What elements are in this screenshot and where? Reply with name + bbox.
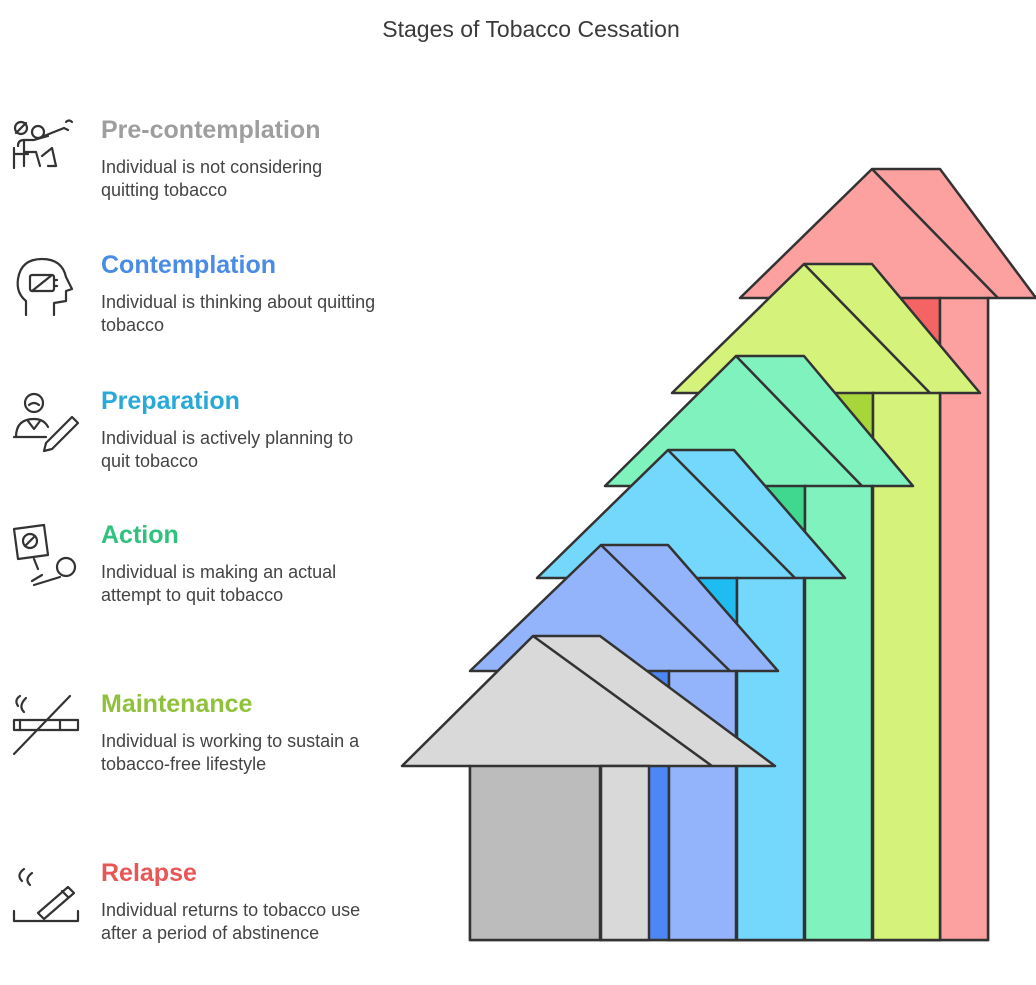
person-planning-pencil-icon bbox=[8, 389, 80, 461]
arrow-head-ridge bbox=[735, 355, 863, 487]
cigarette-ashtray-icon bbox=[8, 861, 80, 933]
page-title: Stages of Tobacco Cessation bbox=[382, 16, 680, 42]
stage-title: Relapse bbox=[101, 859, 197, 887]
arrow-head-ridge bbox=[667, 449, 796, 579]
stage-description: Individual is working to sustain a tobac… bbox=[101, 731, 360, 774]
crossed-cigarette-icon bbox=[8, 692, 80, 764]
stage-title: Maintenance bbox=[101, 690, 253, 718]
stage-description: Individual is making an actual attempt t… bbox=[101, 562, 337, 605]
arrow-shaft-strip bbox=[938, 296, 990, 942]
head-thinking-no-smoking-icon bbox=[8, 253, 80, 325]
stage-title: Contemplation bbox=[101, 251, 276, 279]
arrow-head-ridge bbox=[871, 168, 999, 299]
person-smoking-icon bbox=[8, 118, 80, 190]
arrow-shaft-strip bbox=[599, 764, 651, 942]
stage-title: Pre-contemplation bbox=[101, 116, 321, 144]
arrow-head-ridge bbox=[803, 263, 931, 394]
stage-description: Individual returns to tobacco use after … bbox=[101, 900, 361, 943]
arrow-head-ridge bbox=[600, 544, 731, 672]
stage-description: Individual is actively planning to quit … bbox=[101, 428, 354, 471]
stage-description: Individual is thinking about quitting to… bbox=[101, 292, 376, 335]
arrow-head-ridge bbox=[532, 634, 713, 768]
no-smoking-sign-icon bbox=[8, 523, 80, 595]
stage-title: Preparation bbox=[101, 387, 240, 415]
arrow-stage-1 bbox=[400, 634, 777, 942]
arrow-shaft bbox=[468, 764, 602, 942]
stage-title: Action bbox=[101, 521, 179, 549]
stage-description: Individual is not considering quitting t… bbox=[101, 157, 323, 200]
